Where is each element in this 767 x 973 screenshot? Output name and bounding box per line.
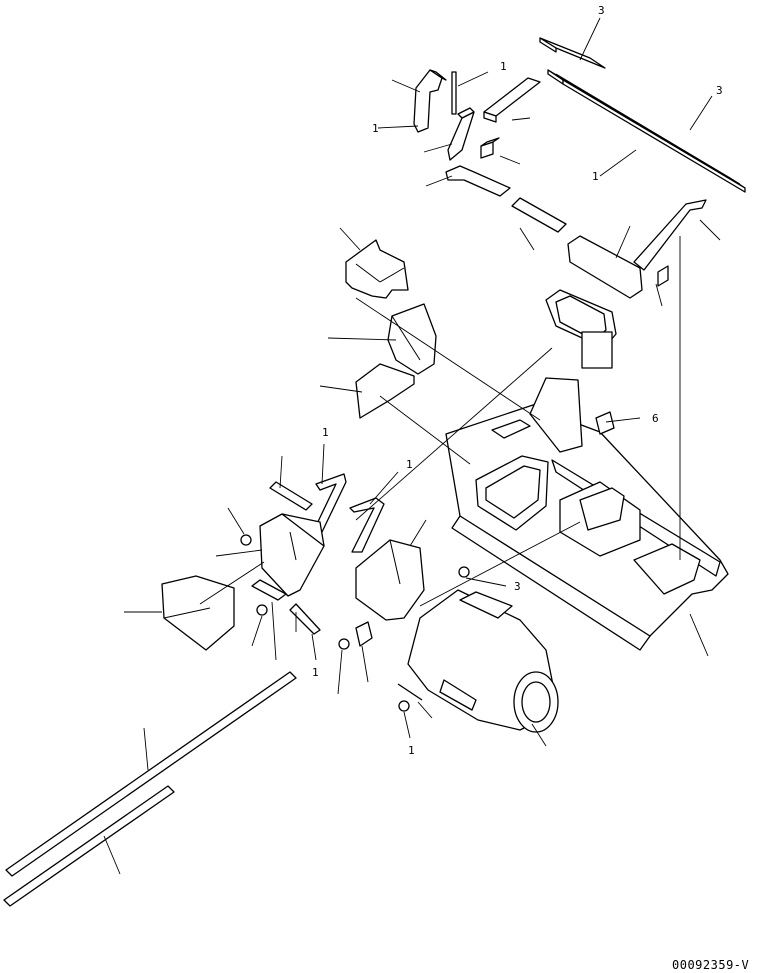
guide-line-4 [379,395,471,465]
bent-strip [445,165,511,197]
u-bracket-2 [349,497,385,553]
rod-lower-left [289,603,321,635]
bolt-b [256,604,268,616]
leader-23 [215,549,263,557]
leader-18 [605,417,641,423]
leader-12 [615,225,631,259]
guide-line-2 [355,347,553,521]
blower-assembly [407,589,559,733]
callout-label: 1 [592,170,599,183]
strip-upper-mid [483,77,541,123]
rod-upper-left [269,481,313,511]
leader-5 [391,79,421,93]
callout-label: 1 [372,122,379,135]
bolt-d [458,566,470,578]
leader-4 [599,149,637,177]
callout-label: 1 [408,744,415,757]
leader-15 [339,227,361,251]
leader-16 [327,337,397,341]
leader-36 [531,723,547,747]
leader-34 [403,711,411,739]
leader-37 [689,613,709,657]
bolt-c [338,638,350,650]
long-strip-lower [3,785,175,907]
leader-9 [425,175,453,187]
bolt-a [240,534,252,546]
callout-label: 3 [716,84,723,97]
top-pad-small [539,37,606,69]
long-strip-upper [5,671,297,877]
leader-29 [311,633,317,661]
clip-small [251,579,287,601]
leader-20 [321,443,325,485]
drawing-code: 00092359-V [672,958,750,972]
callout-label: 3 [598,4,605,17]
callout-label: 6 [652,412,659,425]
leader-33 [465,577,507,587]
leader-21 [369,471,399,505]
leader-27 [271,601,277,661]
wedge-block [447,107,475,161]
leader-7 [423,143,453,153]
bolt-e [398,700,410,712]
leader-19 [279,455,283,489]
callout-label: 3 [514,580,521,593]
connector-h [595,411,615,435]
leader-2 [457,71,489,87]
leader-6 [377,125,419,129]
main-frame [445,377,729,651]
leader-38 [143,727,149,771]
side-bracket-top [413,69,457,133]
shroud-box [259,513,325,597]
leader-25 [199,561,265,605]
leader-26 [251,615,263,647]
duct-tray [345,239,409,299]
angled-strip-right [633,199,707,271]
leader-32 [409,519,427,547]
small-cube-right [657,265,669,287]
guide-line-5 [419,521,581,607]
strip-right-block [567,235,643,299]
flat-plate [355,363,415,419]
mount-bracket [545,289,617,369]
callout-label: 1 [406,458,413,471]
callout-label: 1 [500,60,507,73]
leader-3 [689,95,713,131]
leader-8 [499,155,521,165]
leader-35 [417,701,433,719]
callout-label: 1 [312,666,319,679]
leader-17 [319,385,363,393]
leader-11 [519,227,535,251]
leader-1 [579,17,601,61]
duct-cap [355,539,425,621]
leader-14 [655,283,663,307]
stud-f [397,683,423,701]
strip-center [511,197,567,233]
leader-31 [361,645,369,683]
angled-duct-cover [387,303,437,375]
leader-30 [337,649,343,695]
leader-10 [511,117,531,121]
leader-39 [103,835,121,875]
angle-plate [161,575,235,651]
leader-22 [227,507,245,535]
small-cube-top [480,137,500,159]
leader-13 [699,219,721,241]
top-pad-long [547,69,746,193]
guide-line-3 [355,297,541,421]
callout-label: 1 [322,426,329,439]
clip-g [355,621,373,647]
